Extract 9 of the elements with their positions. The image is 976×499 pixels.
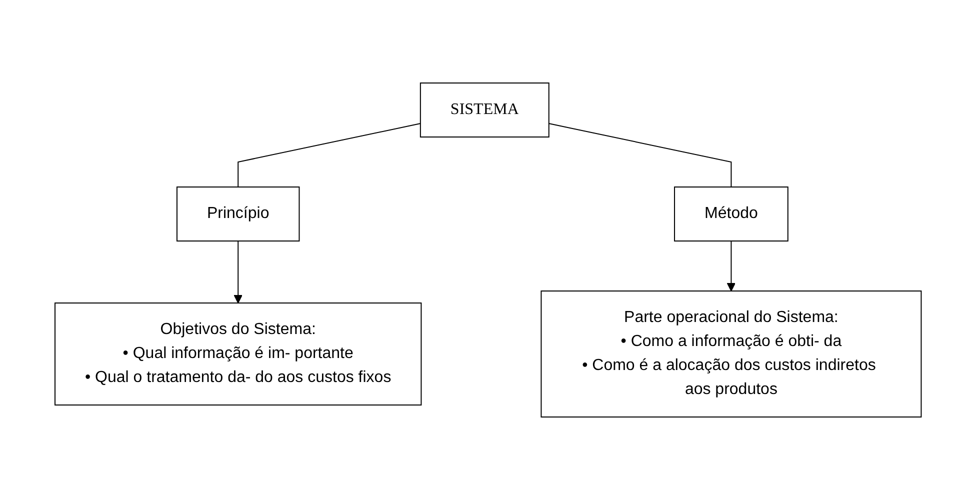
arrow bbox=[726, 240, 736, 291]
node-box: SISTEMA bbox=[420, 82, 550, 137]
node-box: Método bbox=[674, 186, 788, 241]
connector bbox=[238, 122, 421, 187]
node-box: Princípio bbox=[176, 186, 300, 241]
node-box: Objetivos do Sistema: • Qual informação é im- portante • Qual o tratamento da- do aos custos fixos bbox=[54, 302, 422, 405]
connector bbox=[548, 122, 732, 187]
node-box: Parte operacional do Sistema: • Como a informação é obti- da • Como é a alocação dos custos indiretos aos produtos bbox=[540, 290, 922, 417]
arrow bbox=[234, 240, 242, 303]
